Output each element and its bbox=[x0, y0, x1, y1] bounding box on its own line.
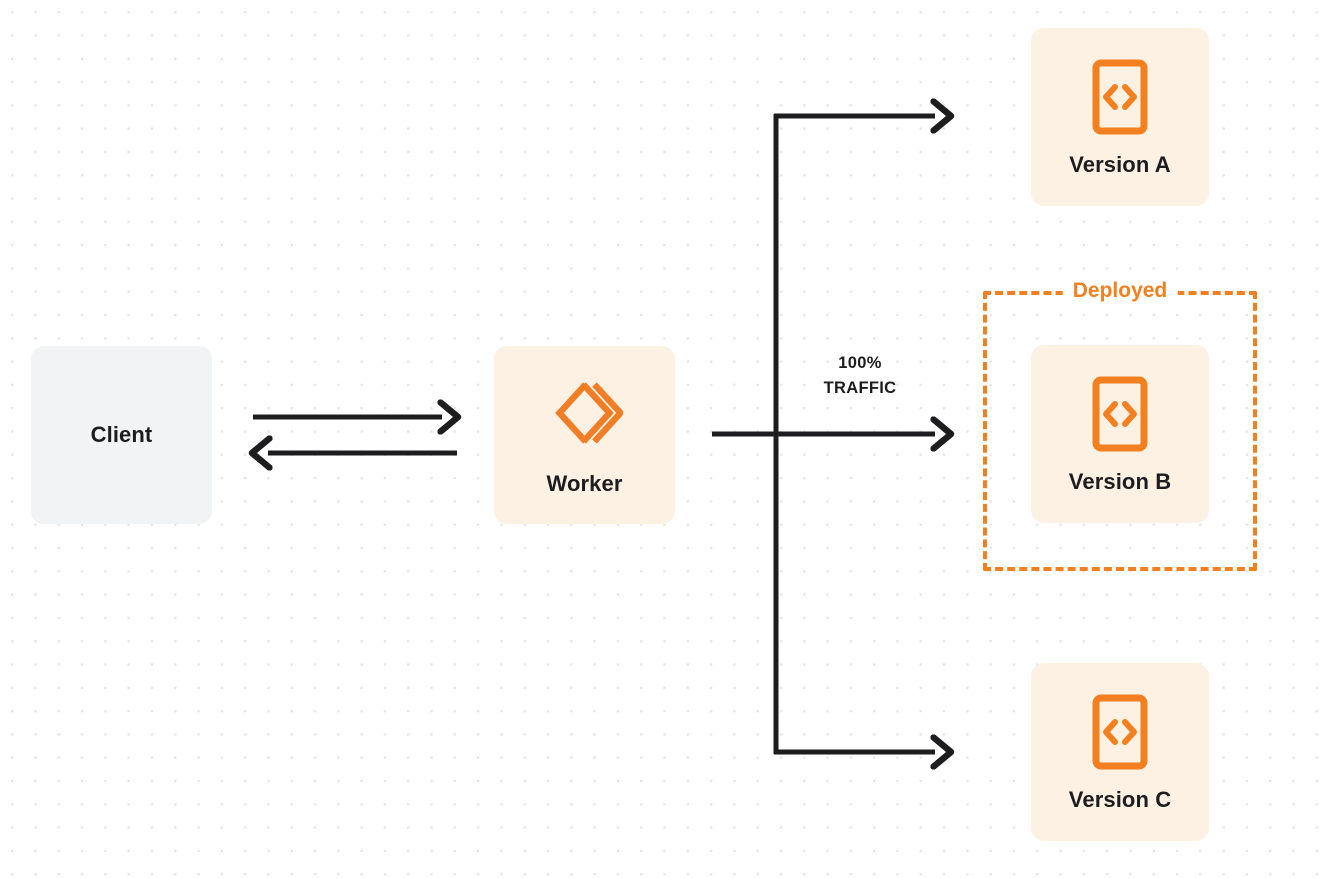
cloudflare-workers-logo-icon bbox=[547, 375, 623, 451]
traffic-percentage-label: 100% TRAFFIC bbox=[790, 351, 930, 401]
node-client[interactable]: Client bbox=[31, 346, 212, 524]
group-deployed: Deployed bbox=[983, 280, 1257, 571]
traffic-label-percent: 100% bbox=[838, 354, 882, 372]
group-deployed-label: Deployed bbox=[1062, 280, 1178, 302]
code-file-icon bbox=[1092, 694, 1148, 770]
code-file-icon bbox=[1092, 59, 1148, 135]
node-worker-label: Worker bbox=[546, 471, 623, 496]
traffic-label-word: TRAFFIC bbox=[823, 379, 897, 398]
node-version-b-label: Version B bbox=[1068, 468, 1172, 494]
node-version-c-label: Version C bbox=[1068, 786, 1172, 812]
node-client-label: Client bbox=[90, 422, 153, 447]
node-worker[interactable]: Worker bbox=[494, 346, 675, 524]
code-file-icon bbox=[1092, 376, 1148, 452]
node-version-a-label: Version A bbox=[1069, 151, 1171, 177]
node-version-c[interactable]: Version C bbox=[1031, 663, 1209, 841]
node-version-b[interactable]: Version B bbox=[1031, 345, 1209, 523]
node-version-a[interactable]: Version A bbox=[1031, 28, 1209, 206]
